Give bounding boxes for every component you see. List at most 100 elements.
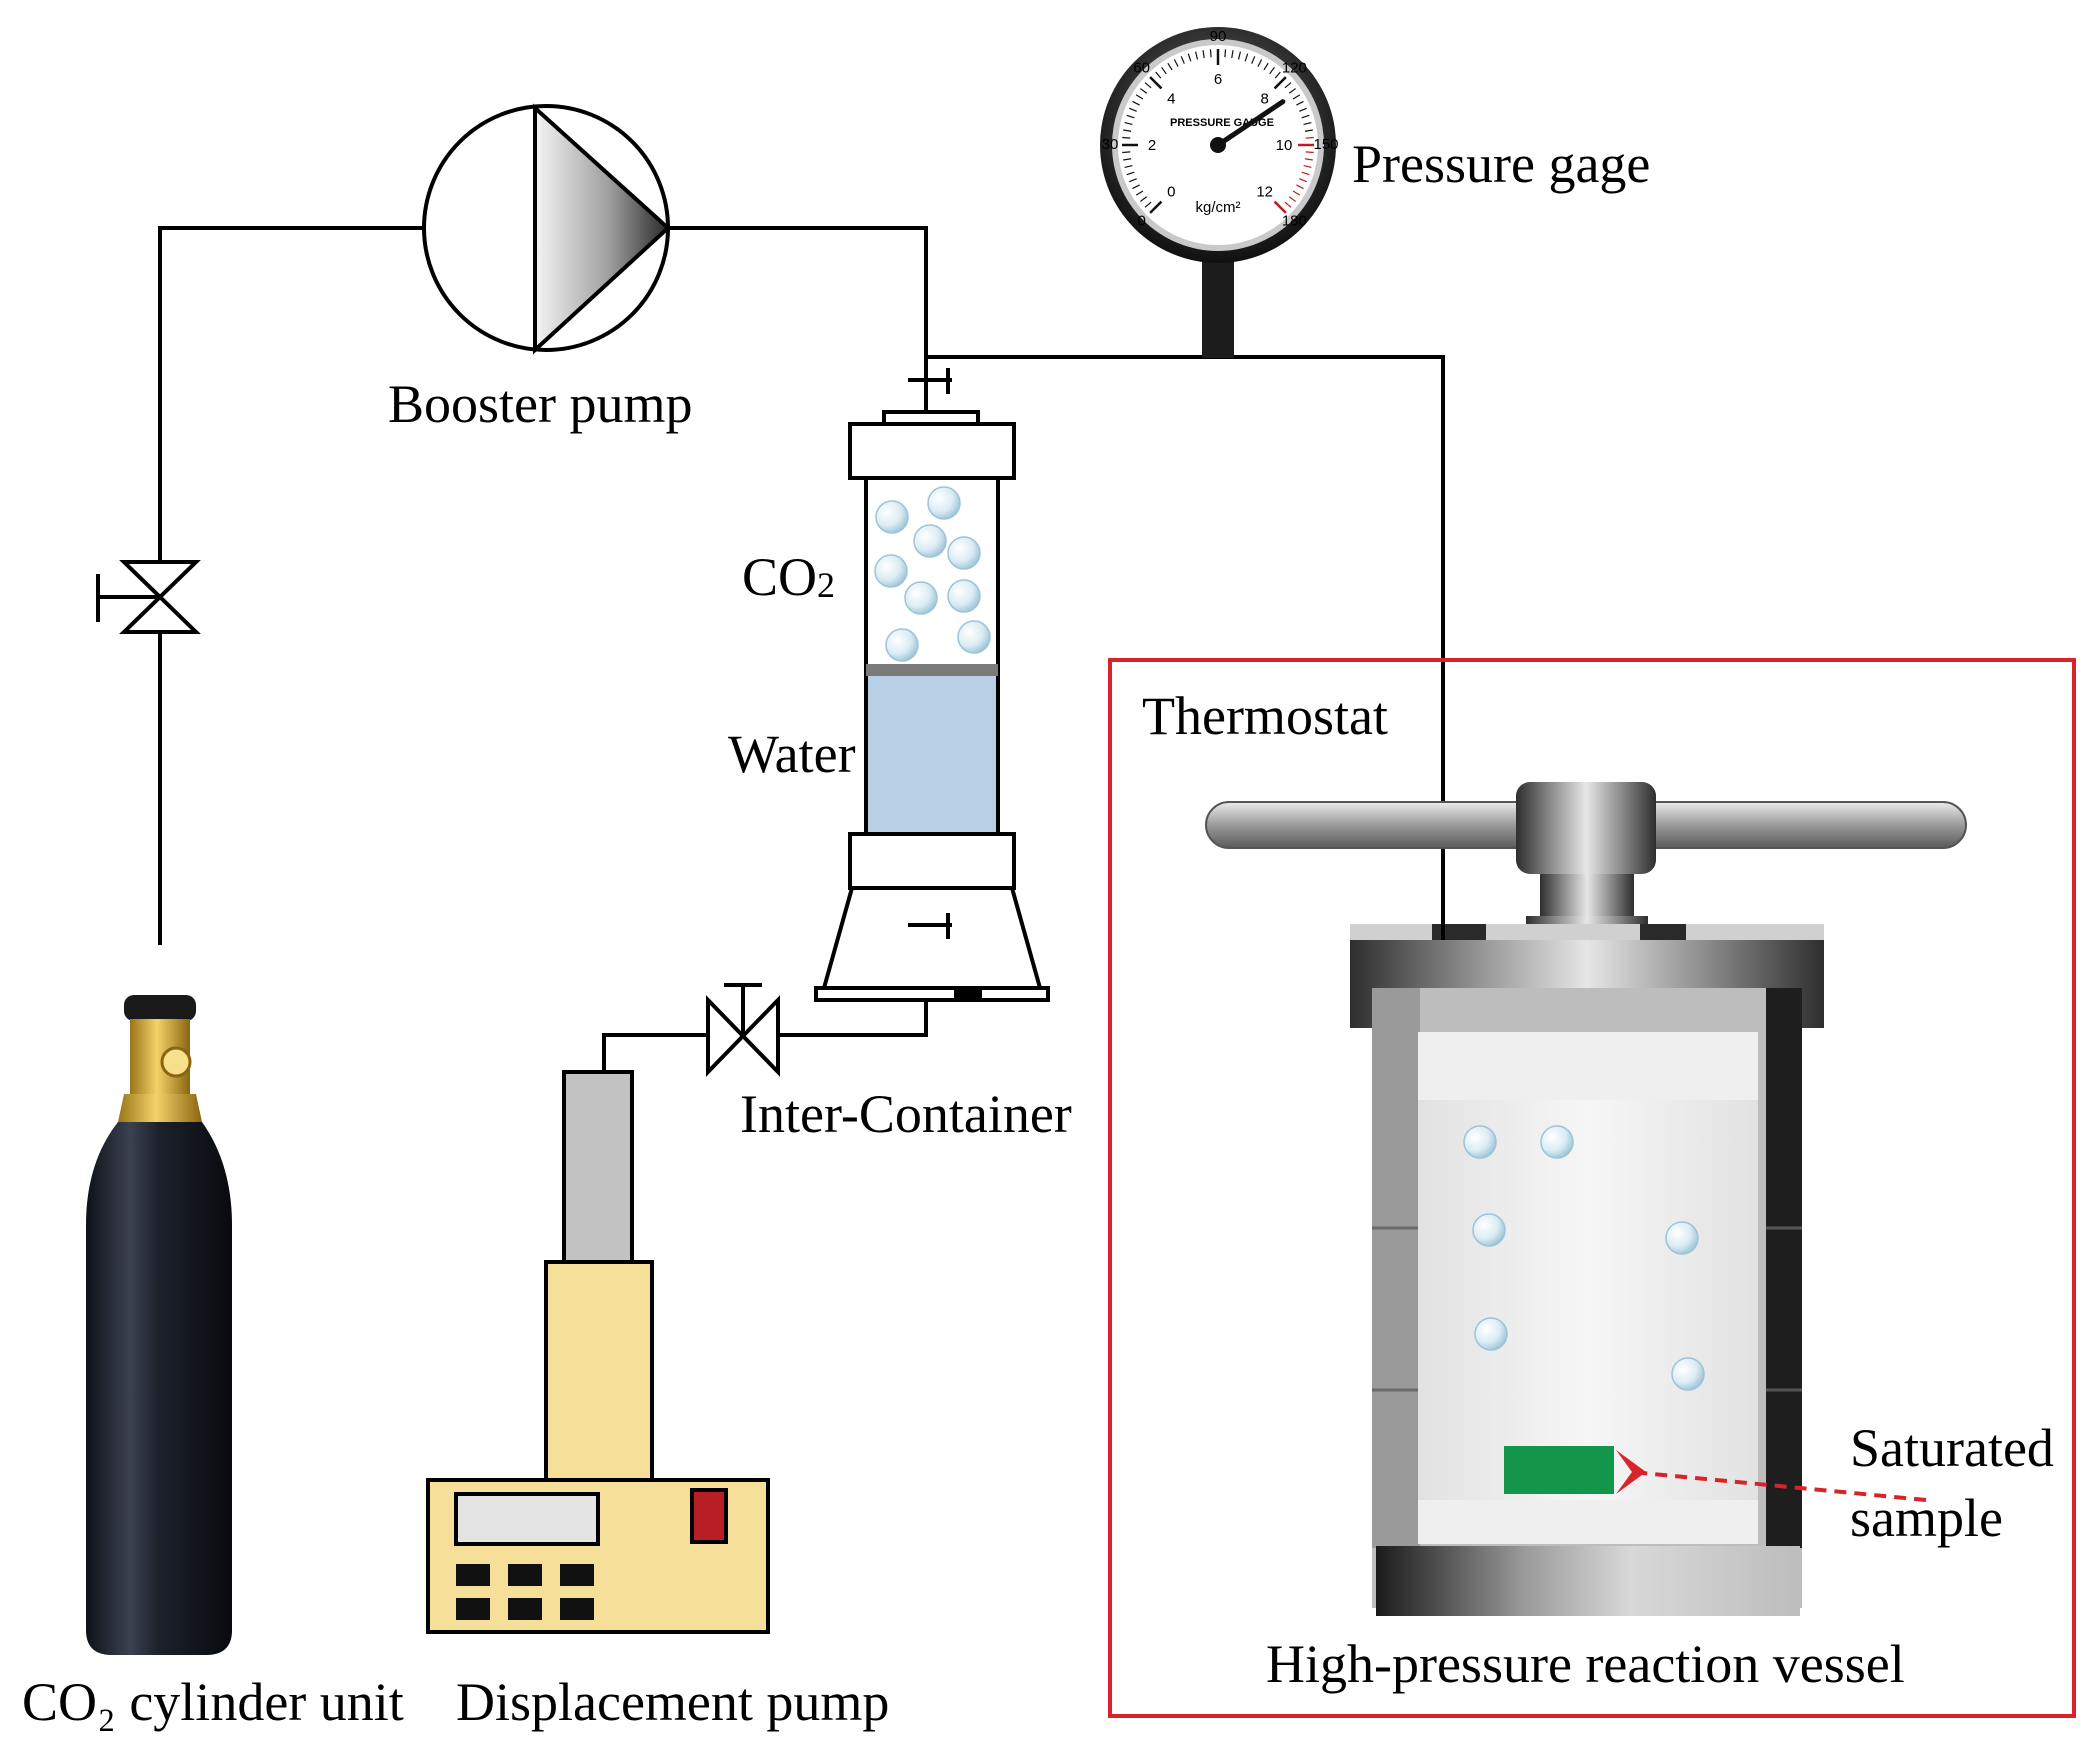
container-bottom-cap xyxy=(848,832,1016,890)
gauge-tick xyxy=(1296,184,1304,190)
gauge-ticks xyxy=(1122,49,1314,214)
gauge-tick xyxy=(1122,151,1131,154)
gauge-tick xyxy=(1155,71,1162,79)
cylinder-cap xyxy=(124,995,196,1021)
cylinder-body xyxy=(86,1122,232,1655)
gauge-inner-label: 10 xyxy=(1276,137,1293,154)
saturated-sample-label-line2: sample xyxy=(1850,1488,2003,1548)
gauge-outer-label: 180 xyxy=(1282,212,1307,229)
gauge-unit: kg/cm² xyxy=(1196,199,1241,216)
gauge-tick xyxy=(1305,136,1314,139)
gauge-inner-label: 6 xyxy=(1214,71,1222,88)
pipe-cylinder-to-booster xyxy=(158,226,424,945)
gauge-tick xyxy=(1304,158,1313,161)
gauge-tick xyxy=(1299,178,1307,183)
gauge-tick xyxy=(1274,71,1281,79)
pump-display xyxy=(454,1492,600,1546)
gauge-tick xyxy=(1303,122,1312,126)
gauge-tick xyxy=(1123,129,1132,132)
sample-pointer-arrow xyxy=(1616,1450,1927,1502)
vessel-screw-stem xyxy=(1540,874,1634,924)
gauge-tick xyxy=(1209,49,1212,58)
regulator-collar xyxy=(118,1094,202,1122)
gauge-tick xyxy=(1292,94,1301,100)
displacement-line-valve xyxy=(706,983,780,1077)
vessel-handle-hub xyxy=(1516,782,1656,874)
gauge-tick xyxy=(1195,51,1199,60)
booster-pump xyxy=(422,103,671,355)
gauge-tick xyxy=(1129,178,1137,183)
booster-pump-label: Booster pump xyxy=(388,374,693,434)
gauge-tick xyxy=(1237,51,1241,60)
gauge-tick xyxy=(1305,151,1314,154)
gauge-tick xyxy=(1273,200,1287,214)
gauge-tick xyxy=(1129,107,1137,112)
gauge-tick xyxy=(1303,164,1312,168)
gauge-tick xyxy=(1126,171,1135,176)
gauge-tick xyxy=(1173,59,1179,67)
vessel-bubbles xyxy=(1463,1125,1705,1391)
gauge-tick xyxy=(1292,190,1301,196)
pump-keypad xyxy=(456,1564,594,1620)
gauge-outer-label: 0 xyxy=(1137,212,1145,229)
gauge-tick xyxy=(1202,50,1205,59)
pump-column xyxy=(544,1260,654,1482)
gauge-tick xyxy=(1273,76,1287,90)
gauge-outer-label: 150 xyxy=(1313,136,1338,153)
container-top-cap xyxy=(848,422,1016,480)
reaction-vessel-label: High-pressure reaction vessel xyxy=(1266,1634,1905,1694)
gauge-tick xyxy=(1251,56,1256,64)
water-layer xyxy=(868,676,996,832)
reaction-vessel xyxy=(1205,782,1967,1616)
gauge-inner-label: 8 xyxy=(1260,90,1268,107)
gauge-tick xyxy=(1257,59,1263,67)
gauge-tick xyxy=(1244,53,1249,62)
thermostat-enclosure xyxy=(1108,658,2076,1718)
gauge-tick xyxy=(1144,201,1152,208)
pipe-booster-to-container xyxy=(668,226,928,420)
container-base-plate xyxy=(814,986,1050,1002)
inter-container-label: Inter-Container xyxy=(740,1084,1072,1144)
saturated-sample-label-line1: Saturated xyxy=(1850,1418,2054,1478)
gauge-tick xyxy=(1304,129,1313,132)
displacement-pump xyxy=(426,1070,770,1634)
pipe-container-to-vessel xyxy=(926,355,1445,940)
gauge-tick xyxy=(1269,66,1275,75)
vessel-base xyxy=(1376,1546,1800,1616)
thermostat-label: Thermostat xyxy=(1142,686,1388,746)
regulator-knob xyxy=(160,1046,192,1078)
displacement-pump-label: Displacement pump xyxy=(456,1672,889,1732)
gauge-tick xyxy=(1284,201,1292,208)
gauge-tick xyxy=(1296,100,1304,106)
gauge-inner-label: 12 xyxy=(1256,184,1273,201)
gauge-tick xyxy=(1135,94,1144,100)
gauge-tick xyxy=(1122,136,1131,139)
water-label: Water xyxy=(728,724,856,784)
gauge-tick xyxy=(1167,62,1173,71)
gauge-tick xyxy=(1161,66,1167,75)
gauge-outer-label: 30 xyxy=(1102,136,1119,153)
co2-cylinder-label: CO₂ cylinder unit xyxy=(22,1672,404,1732)
gauge-inner-label: 2 xyxy=(1148,137,1156,154)
gauge-tick xyxy=(1288,196,1297,202)
booster-pump-arrow xyxy=(533,103,671,355)
gauge-tick xyxy=(1132,184,1140,190)
inter-container xyxy=(814,368,1050,1002)
vessel-lid xyxy=(1350,924,1824,942)
gauge-tick xyxy=(1135,190,1144,196)
pipe-lines xyxy=(158,226,1445,1072)
co2-bubbles xyxy=(874,486,991,662)
gauge-tick xyxy=(1124,122,1133,126)
gauge-tick xyxy=(1301,114,1310,119)
gauge-outer-label: 60 xyxy=(1133,60,1150,77)
gauge-tick xyxy=(1301,171,1310,176)
gauge-tick xyxy=(1263,62,1269,71)
gauge-inner-label: 0 xyxy=(1167,184,1175,201)
saturated-sample xyxy=(1504,1446,1614,1494)
cylinder-line-valve xyxy=(96,560,201,634)
pump-indicator xyxy=(690,1488,728,1544)
gauge-tick xyxy=(1149,200,1163,214)
